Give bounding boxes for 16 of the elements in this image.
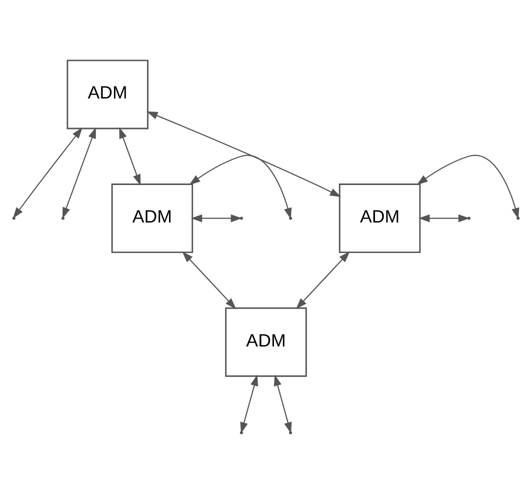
node-box: ADM [225,306,307,376]
arrow [296,250,350,309]
node-box: ADM [338,183,421,253]
arrow [274,374,292,433]
arrow [190,214,242,222]
node-box: ADM [111,183,194,253]
arrow [240,374,258,433]
node-box: ADM [66,59,148,129]
arrow [416,154,520,219]
arrow [119,126,141,186]
arrow [418,214,470,222]
arrow [182,250,236,309]
arrow [189,154,292,219]
arrow [146,110,342,196]
arrow [62,126,96,218]
arrow [12,126,83,218]
